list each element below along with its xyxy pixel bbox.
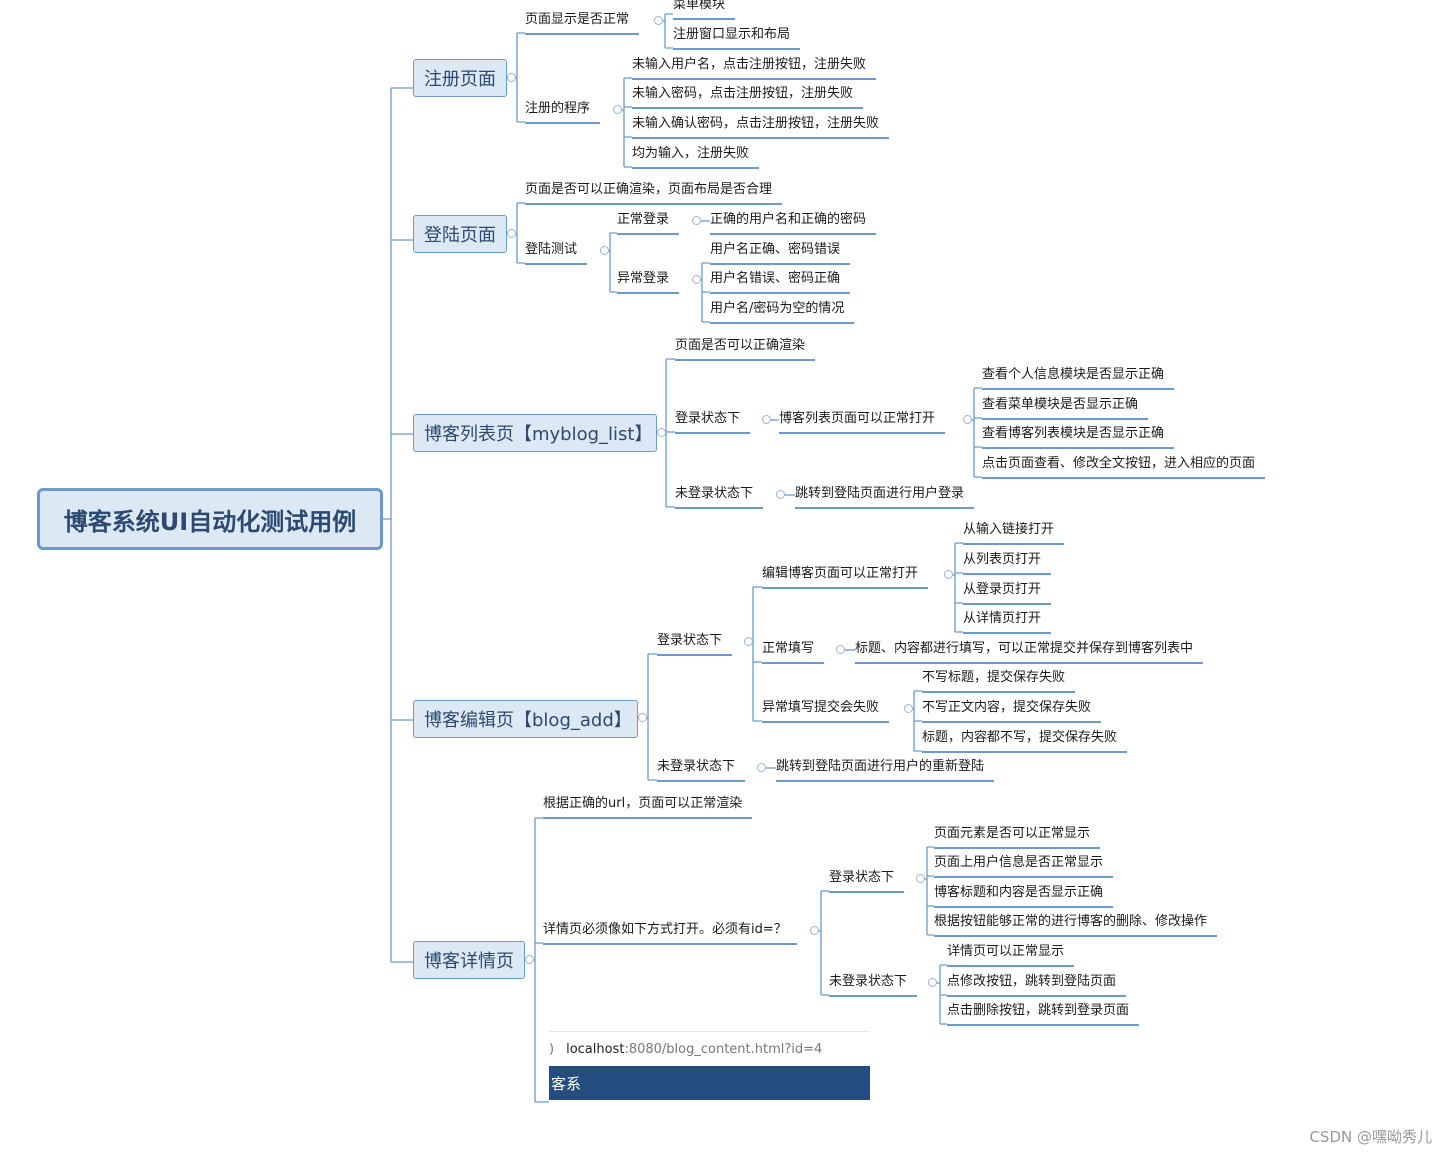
node-edit-open-1: 从输入链接打开 (963, 521, 1065, 545)
collapse-icon[interactable] (507, 73, 516, 82)
collapse-icon[interactable] (944, 570, 953, 579)
node-reg-case-2: 未输入密码，点击注册按钮，注册失败 (632, 85, 864, 109)
node-login-abnormal: 异常登录 (617, 270, 680, 294)
page-header-strip: 客系 (549, 1066, 870, 1100)
node-reg-case-3: 未输入确认密码，点击注册按钮，注册失败 (632, 115, 890, 139)
node-detail-logged-in: 登录状态下 (829, 869, 905, 893)
node-detail-not-logged: 未登录状态下 (829, 973, 918, 997)
node-reg-process: 注册的程序 (525, 100, 601, 124)
node-edit-open-4: 从详情页打开 (963, 610, 1052, 634)
node-edit-not-logged: 未登录状态下 (657, 758, 746, 782)
node-edit-abnormal: 异常填写提交会失败 (762, 699, 890, 723)
collapse-icon[interactable] (904, 704, 913, 713)
node-detail-not-logged-1: 详情页可以正常显示 (947, 943, 1075, 967)
collapse-icon[interactable] (963, 415, 972, 424)
collapse-icon[interactable] (757, 763, 766, 772)
page-title-fragment: 客系 (551, 1074, 582, 1093)
node-edit-open: 编辑博客页面可以正常打开 (762, 565, 929, 589)
collapse-icon[interactable] (654, 16, 663, 25)
node-detail-logged-1: 页面元素是否可以正常显示 (934, 825, 1101, 849)
root-topic: 博客系统UI自动化测试用例 (37, 488, 383, 550)
collapse-icon[interactable] (810, 926, 819, 935)
node-login-render: 页面是否可以正确渲染，页面布局是否合理 (525, 181, 783, 205)
node-login-test: 登陆测试 (525, 241, 588, 265)
node-detail-logged-3: 博客标题和内容是否显示正确 (934, 884, 1114, 908)
node-edit-open-3: 从登录页打开 (963, 581, 1052, 605)
node-list-check-3: 查看博客列表模块是否显示正确 (982, 425, 1175, 449)
node-edit-redirect: 跳转到登陆页面进行用户的重新登陆 (776, 758, 995, 782)
node-reg-case-4: 均为输入，注册失败 (632, 145, 760, 169)
node-detail-not-logged-3: 点击删除按钮，跳转到登录页面 (947, 1002, 1140, 1026)
topic-blog-list-page: 博客列表页【myblog_list】 (413, 414, 657, 452)
node-edit-normal-case: 标题、内容都进行填写，可以正常提交并保存到博客列表中 (855, 640, 1204, 664)
node-list-logged-in: 登录状态下 (675, 410, 751, 434)
collapse-icon[interactable] (692, 216, 701, 225)
node-reg-menu: 菜单模块 (673, 0, 736, 20)
node-login-abnormal-1: 用户名正确、密码错误 (710, 241, 851, 265)
node-detail-not-logged-2: 点修改按钮，跳转到登陆页面 (947, 973, 1127, 997)
node-list-check-2: 查看菜单模块是否显示正确 (982, 396, 1149, 420)
collapse-icon[interactable] (776, 490, 785, 499)
node-login-normal: 正常登录 (617, 211, 680, 235)
url-path: :8080/blog_content.html?id=4 (624, 1041, 823, 1057)
topic-register-page: 注册页面 (413, 59, 507, 97)
collapse-icon[interactable] (692, 275, 701, 284)
collapse-icon[interactable] (916, 874, 925, 883)
node-detail-url: 根据正确的url，页面可以正常渲染 (543, 795, 753, 819)
topic-blog-edit-page: 博客编辑页【blog_add】 (413, 700, 638, 738)
address-bar: ) localhost :8080/blog_content.html?id=4 (549, 1031, 870, 1066)
collapse-icon[interactable] (600, 246, 609, 255)
node-detail-must-id: 详情页必须像如下方式打开。必须有id=？ (543, 921, 797, 945)
node-list-render: 页面是否可以正确渲染 (675, 337, 816, 361)
embedded-browser-screenshot: ) localhost :8080/blog_content.html?id=4… (549, 1031, 870, 1101)
url-host: localhost (566, 1041, 625, 1057)
watermark: CSDN @嘿呦秀儿 (1309, 1128, 1432, 1146)
node-reg-window: 注册窗口显示和布局 (673, 26, 801, 50)
collapse-icon[interactable] (507, 229, 516, 238)
node-detail-logged-2: 页面上用户信息是否正常显示 (934, 854, 1114, 878)
node-list-open: 博客列表页面可以正常打开 (779, 410, 946, 434)
node-list-check-4: 点击页面查看、修改全文按钮，进入相应的页面 (982, 455, 1266, 479)
node-list-check-1: 查看个人信息模块是否显示正确 (982, 366, 1175, 390)
node-list-not-logged: 未登录状态下 (675, 485, 764, 509)
node-login-abnormal-2: 用户名错误、密码正确 (710, 270, 851, 294)
node-edit-abnormal-1: 不写标题，提交保存失败 (922, 669, 1076, 693)
collapse-icon[interactable] (928, 978, 937, 987)
node-edit-normal: 正常填写 (762, 640, 825, 664)
node-detail-logged-4: 根据按钮能够正常的进行博客的删除、修改操作 (934, 913, 1218, 937)
collapse-icon[interactable] (744, 637, 753, 646)
collapse-icon[interactable] (638, 713, 647, 722)
node-edit-open-2: 从列表页打开 (963, 551, 1052, 575)
topic-login-page: 登陆页面 (413, 215, 507, 253)
node-edit-abnormal-3: 标题，内容都不写，提交保存失败 (922, 729, 1128, 753)
reload-icon: ) (549, 1041, 555, 1057)
collapse-icon[interactable] (762, 415, 771, 424)
node-login-abnormal-3: 用户名/密码为空的情况 (710, 300, 855, 324)
node-reg-display: 页面显示是否正常 (525, 11, 640, 35)
node-reg-case-1: 未输入用户名，点击注册按钮，注册失败 (632, 56, 877, 80)
node-edit-abnormal-2: 不写正文内容，提交保存失败 (922, 699, 1102, 723)
topic-blog-detail-page: 博客详情页 (413, 941, 525, 979)
collapse-icon[interactable] (525, 955, 534, 964)
collapse-icon[interactable] (613, 105, 622, 114)
node-edit-logged-in: 登录状态下 (657, 632, 733, 656)
collapse-icon[interactable] (657, 428, 666, 437)
node-list-redirect: 跳转到登陆页面进行用户登录 (795, 485, 975, 509)
collapse-icon[interactable] (836, 645, 845, 654)
node-login-normal-case: 正确的用户名和正确的密码 (710, 211, 877, 235)
